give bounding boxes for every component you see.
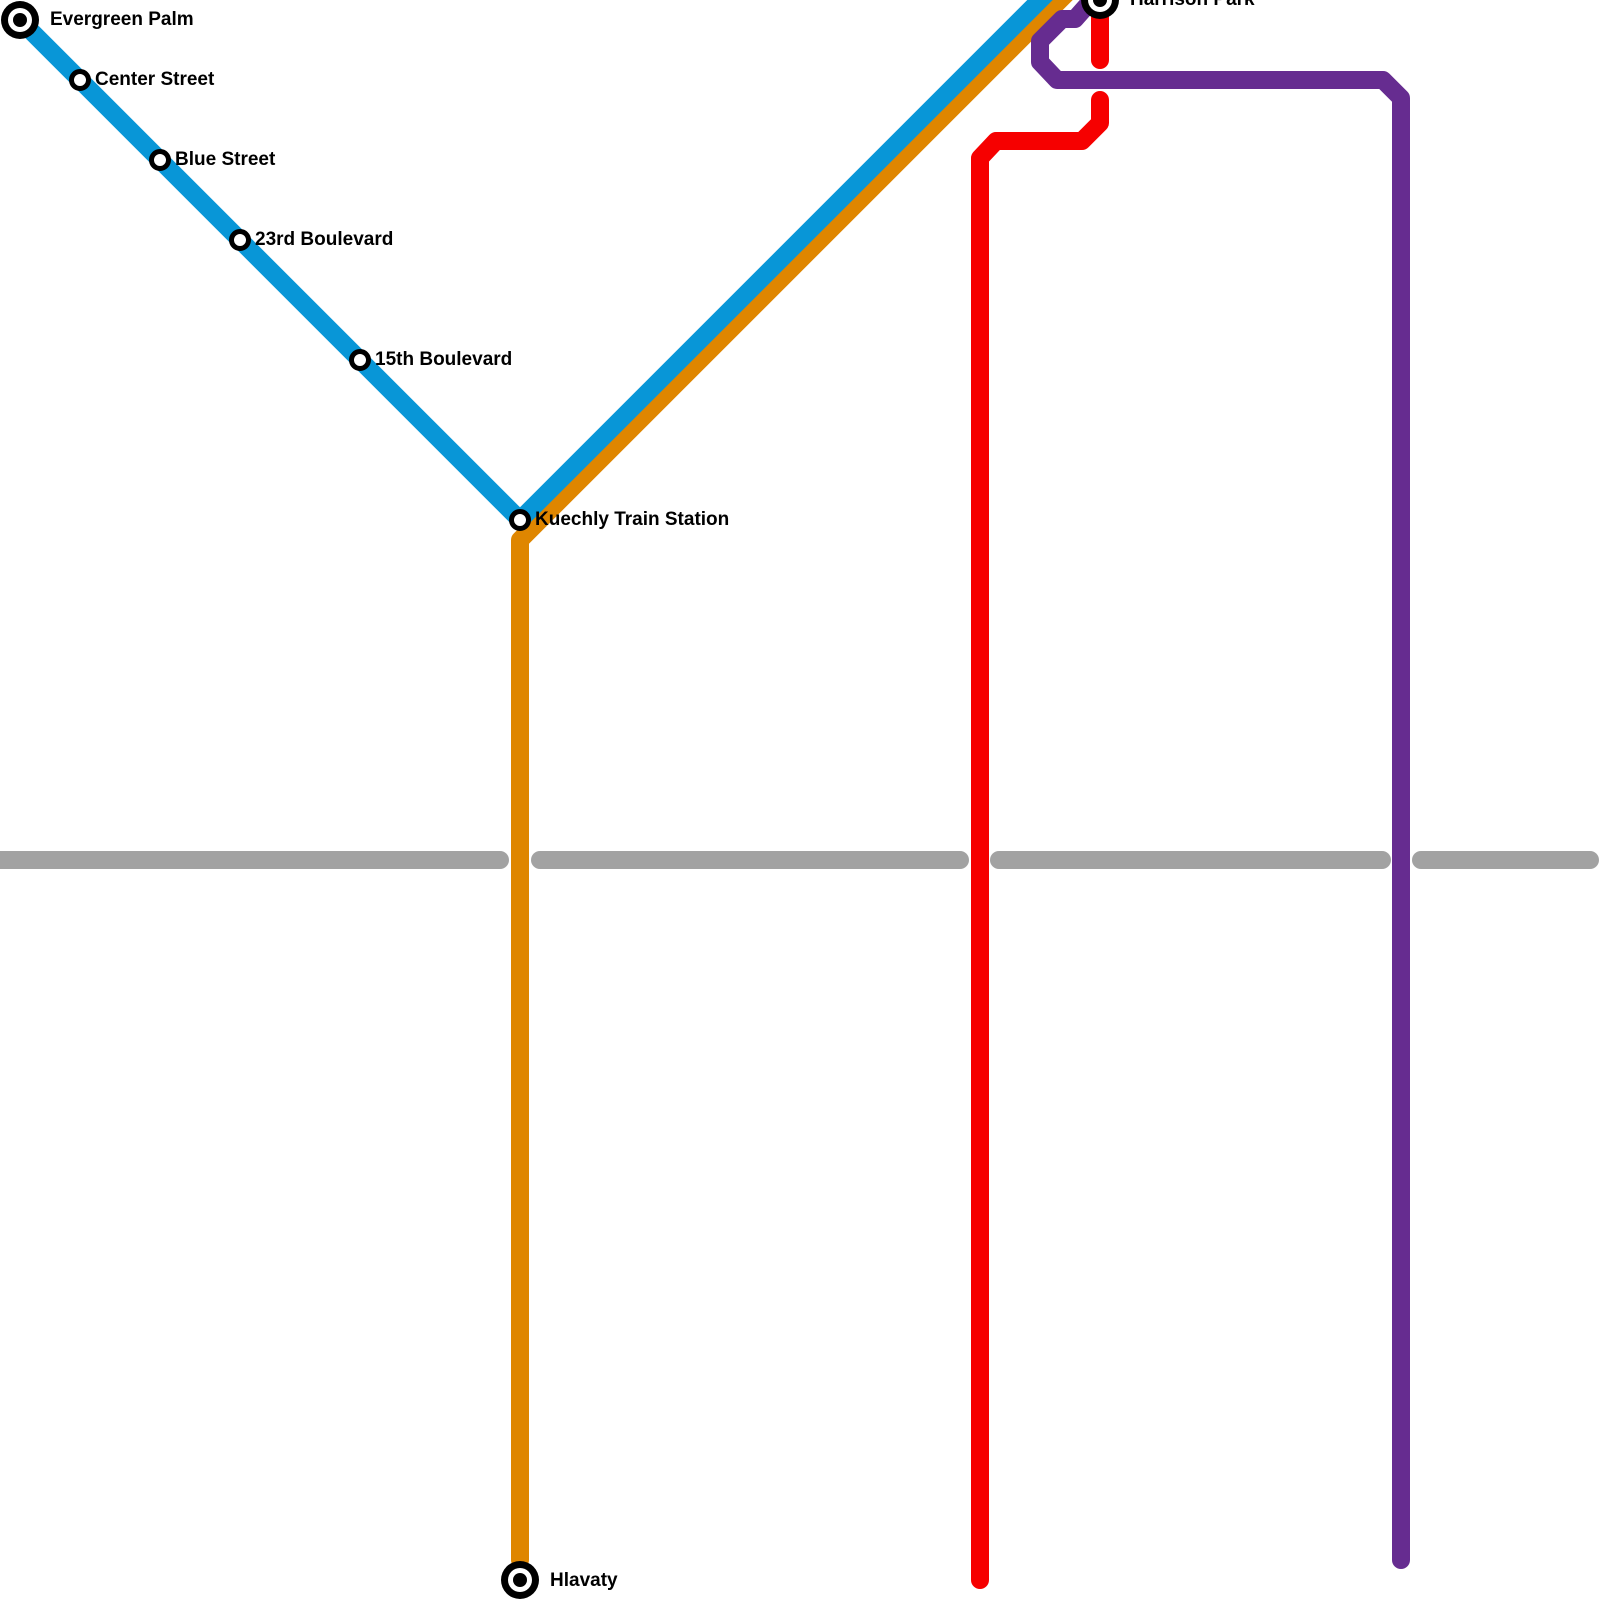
red-line-main[interactable]	[971, 91, 1109, 1589]
station-label: Hlavaty	[550, 1570, 618, 1591]
station-15th-boulevard[interactable]: 15th Boulevard	[349, 349, 513, 371]
orange-line[interactable]	[511, 0, 1080, 1569]
station-label: 15th Boulevard	[375, 349, 512, 370]
stop-marker-icon	[69, 69, 91, 91]
purple-line[interactable]	[1031, 0, 1410, 1569]
stop-marker-icon	[349, 349, 371, 371]
stop-marker-icon	[149, 149, 171, 171]
station-label: 23rd Boulevard	[255, 229, 393, 250]
red-line[interactable]	[971, 1, 1109, 1589]
station-harrison-park[interactable]: Harrison Park	[1081, 0, 1255, 19]
stop-marker-icon	[509, 509, 531, 531]
station-label: Evergreen Palm	[50, 9, 194, 30]
station-kuechly-train-station[interactable]: Kuechly Train Station	[509, 509, 730, 531]
stop-marker-icon	[229, 229, 251, 251]
station-hlavaty[interactable]: Hlavaty	[501, 1561, 618, 1599]
station-23rd-boulevard[interactable]: 23rd Boulevard	[229, 229, 394, 251]
terminus-marker-dot	[13, 13, 27, 27]
station-label: Harrison Park	[1130, 0, 1255, 10]
station-blue-street[interactable]: Blue Street	[149, 149, 276, 171]
terminus-marker-dot	[513, 1573, 527, 1587]
station-center-street[interactable]: Center Street	[69, 69, 215, 91]
station-label: Kuechly Train Station	[535, 509, 729, 530]
station-label: Blue Street	[175, 149, 276, 170]
terminus-marker-dot	[1093, 0, 1107, 7]
station-evergreen-palm[interactable]: Evergreen Palm	[1, 1, 194, 39]
station-label: Center Street	[95, 69, 215, 90]
